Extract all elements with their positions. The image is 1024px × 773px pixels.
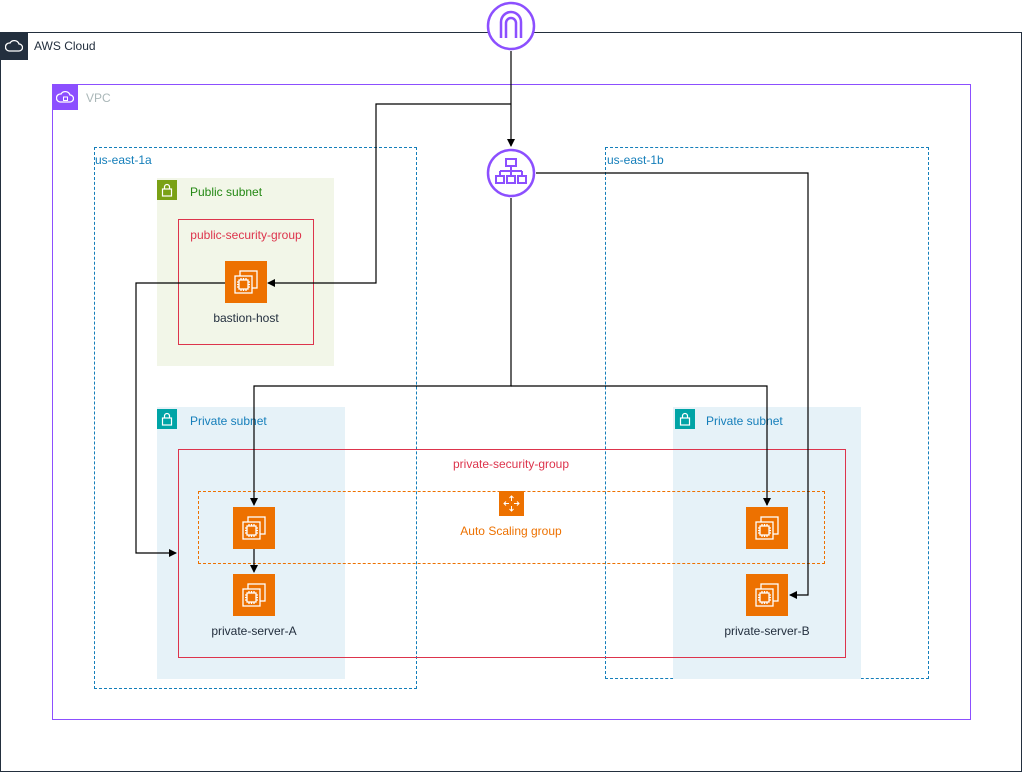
load-balancer-icon[interactable] bbox=[486, 148, 536, 198]
ec2-instance-icon[interactable] bbox=[225, 261, 267, 303]
az-a-label: us-east-1a bbox=[95, 153, 152, 167]
private-security-group-label: private-security-group bbox=[452, 457, 570, 471]
vpc-label: VPC bbox=[86, 91, 111, 105]
auto-scaling-group-label: Auto Scaling group bbox=[460, 524, 562, 538]
lock-icon bbox=[157, 180, 177, 200]
private-subnet-b-label: Private subnet bbox=[706, 414, 783, 428]
ec2-instance-icon[interactable] bbox=[746, 574, 788, 616]
az-b-label: us-east-1b bbox=[607, 153, 664, 167]
lock-icon bbox=[675, 409, 695, 429]
ec2-instance-icon[interactable] bbox=[233, 507, 275, 549]
lock-icon bbox=[157, 409, 177, 429]
ec2-instance-icon[interactable] bbox=[746, 507, 788, 549]
public-security-group-label: public-security-group bbox=[190, 228, 302, 242]
private-server-a-label: private-server-A bbox=[211, 624, 297, 638]
aws-cloud-label: AWS Cloud bbox=[34, 39, 96, 53]
private-server-b-label: private-server-B bbox=[724, 624, 810, 638]
private-subnet-a-label: Private subnet bbox=[190, 414, 267, 428]
cloud-icon bbox=[0, 32, 28, 60]
public-subnet-label: Public subnet bbox=[190, 185, 263, 199]
ec2-instance-icon[interactable] bbox=[233, 574, 275, 616]
bastion-host-label: bastion-host bbox=[213, 311, 279, 325]
internet-gateway-icon[interactable] bbox=[486, 1, 536, 51]
vpc-icon bbox=[52, 84, 78, 110]
auto-scaling-icon bbox=[499, 491, 524, 516]
